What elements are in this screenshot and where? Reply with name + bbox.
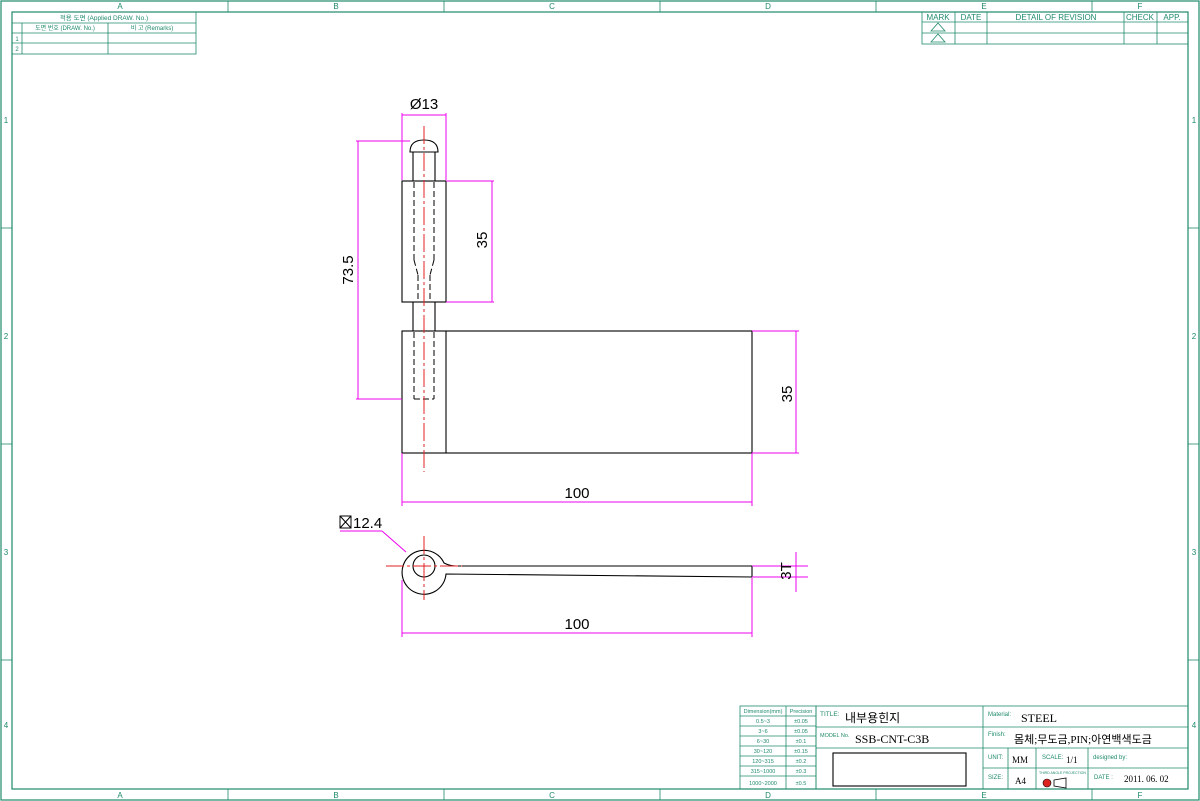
grid-row-3-right: 3 [1192, 548, 1197, 557]
model-value: SSB-CNT-C3B [855, 732, 929, 746]
date-value: 2011. 06. 02 [1124, 774, 1169, 784]
grid-col-f-bottom: F [1138, 791, 1143, 800]
company-logo-box [832, 752, 967, 787]
grid-row-4-right: 4 [1192, 721, 1197, 730]
top-view-dimensions: 12.4 3T 100 [339, 515, 808, 637]
unit-label: UNIT: [988, 755, 1003, 761]
tolerance-range: 1000~2000 [749, 781, 777, 787]
hidden-pin-lines [413, 182, 435, 400]
revision-header-detail: DETAIL OF REVISION [1016, 13, 1097, 22]
tolerance-header-dimension: Dimension(mm) [744, 709, 783, 715]
dim-leaf-width-front: 100 [564, 485, 589, 502]
dim-pin-diameter: Ø13 [410, 96, 438, 113]
unit-value: MM [1012, 755, 1028, 765]
revision-header-app: APP. [1163, 13, 1180, 22]
applied-drawing-row-1: 1 [15, 37, 19, 43]
dim-thickness: 3T [778, 562, 795, 580]
revision-header-check: CHECK [1126, 13, 1155, 22]
hinge-profile [401, 549, 753, 595]
grid-col-c-top: C [549, 2, 555, 11]
tolerance-range: 30~120 [754, 749, 773, 755]
dim-overall-height: 73.5 [340, 255, 357, 284]
applied-drawing-row-2: 2 [15, 47, 19, 53]
applied-drawing-title: 적용 도면 (Applied DRAW. No.) [60, 13, 148, 22]
revision-header-mark: MARK [926, 13, 950, 22]
grid-col-a-top: A [117, 2, 123, 11]
revision-table: MARK DATE DETAIL OF REVISION CHECK APP. [921, 11, 1189, 45]
grid-col-b-top: B [333, 2, 338, 11]
tolerance-range: 315~1000 [751, 769, 776, 775]
tolerance-value: ±0.15 [794, 749, 808, 755]
size-label: SIZE: [988, 775, 1003, 781]
tolerance-value: ±0.05 [794, 719, 808, 725]
grid-col-c-bottom: C [549, 791, 555, 800]
tolerance-value: ±0.05 [794, 729, 808, 735]
tolerance-table: Dimension(mm) Precision 0.5~3 ±0.05 3~6 … [739, 705, 817, 790]
designed-by-label: designed by: [1093, 755, 1127, 761]
grid-col-d-top: D [765, 2, 771, 11]
square-symbol-icon [339, 515, 352, 529]
tolerance-range: 0.5~3 [756, 719, 770, 725]
tolerance-value: ±0.5 [796, 781, 807, 787]
top-view [386, 536, 753, 600]
model-label: MODEL No. [820, 733, 850, 739]
dim-knuckle-length: 35 [474, 232, 491, 249]
tolerance-header-precision: Precision [790, 709, 813, 715]
revision-header-date: DATE [961, 13, 982, 22]
revision-triangle-icon [930, 22, 946, 43]
finish-label: Finish: [988, 732, 1006, 738]
date-label: DATE : [1094, 775, 1113, 781]
front-view-dimensions: Ø13 73.5 35 35 100 [340, 96, 799, 506]
dim-leaf-height: 35 [779, 386, 796, 403]
dim-pin-square: 12.4 [353, 515, 382, 532]
hinge-leaf [401, 330, 753, 454]
grid-row-labels: 1 2 3 4 1 2 3 4 [4, 116, 1197, 730]
projection-label: THIRD ANGLE PROJECTION [1039, 771, 1086, 775]
title-label: TITLE: [820, 711, 840, 718]
grid-column-labels: A B C D E F A B C D E F [117, 2, 1142, 800]
applied-drawing-table: 적용 도면 (Applied DRAW. No.) 도면 번호 (DRAW. N… [11, 11, 197, 55]
tolerance-range: 6~30 [757, 739, 769, 745]
finish-value: 몸체;무도금,PIN;아연백색도금 [1014, 733, 1152, 746]
grid-row-4-left: 4 [4, 721, 9, 730]
grid-row-1-left: 1 [4, 116, 9, 125]
title-value: 내부용힌지 [845, 711, 900, 725]
grid-row-2-right: 2 [1192, 332, 1197, 341]
front-view [401, 126, 753, 472]
tolerance-value: ±0.3 [796, 769, 807, 775]
grid-row-1-right: 1 [1192, 116, 1197, 125]
third-angle-projection-icon [1042, 777, 1067, 789]
scale-label: SCALE: [1042, 755, 1064, 761]
grid-col-f-top: F [1138, 2, 1143, 11]
grid-col-e-bottom: E [981, 791, 986, 800]
material-label: Material: [988, 712, 1011, 718]
grid-col-a-bottom: A [117, 791, 123, 800]
scale-value: 1/1 [1066, 755, 1078, 765]
size-value: A4 [1015, 776, 1026, 786]
tolerance-range: 120~315 [752, 759, 774, 765]
grid-col-d-bottom: D [765, 791, 771, 800]
tolerance-value: ±0.1 [796, 739, 807, 745]
applied-drawing-col-no: 도면 번호 (DRAW. No.) [35, 24, 95, 32]
applied-drawing-col-remarks: 비 고 (Remarks) [131, 24, 173, 32]
grid-col-b-bottom: B [333, 791, 338, 800]
grid-row-2-left: 2 [4, 332, 9, 341]
grid-col-e-top: E [981, 2, 986, 11]
material-value: STEEL [1021, 711, 1057, 725]
tolerance-range: 3~6 [758, 729, 767, 735]
dim-leaf-width-top: 100 [564, 616, 589, 633]
tolerance-value: ±0.2 [796, 759, 807, 765]
grid-row-3-left: 3 [4, 548, 9, 557]
title-block: TITLE: 내부용힌지 MODEL No. SSB-CNT-C3B Mater… [815, 705, 1189, 790]
